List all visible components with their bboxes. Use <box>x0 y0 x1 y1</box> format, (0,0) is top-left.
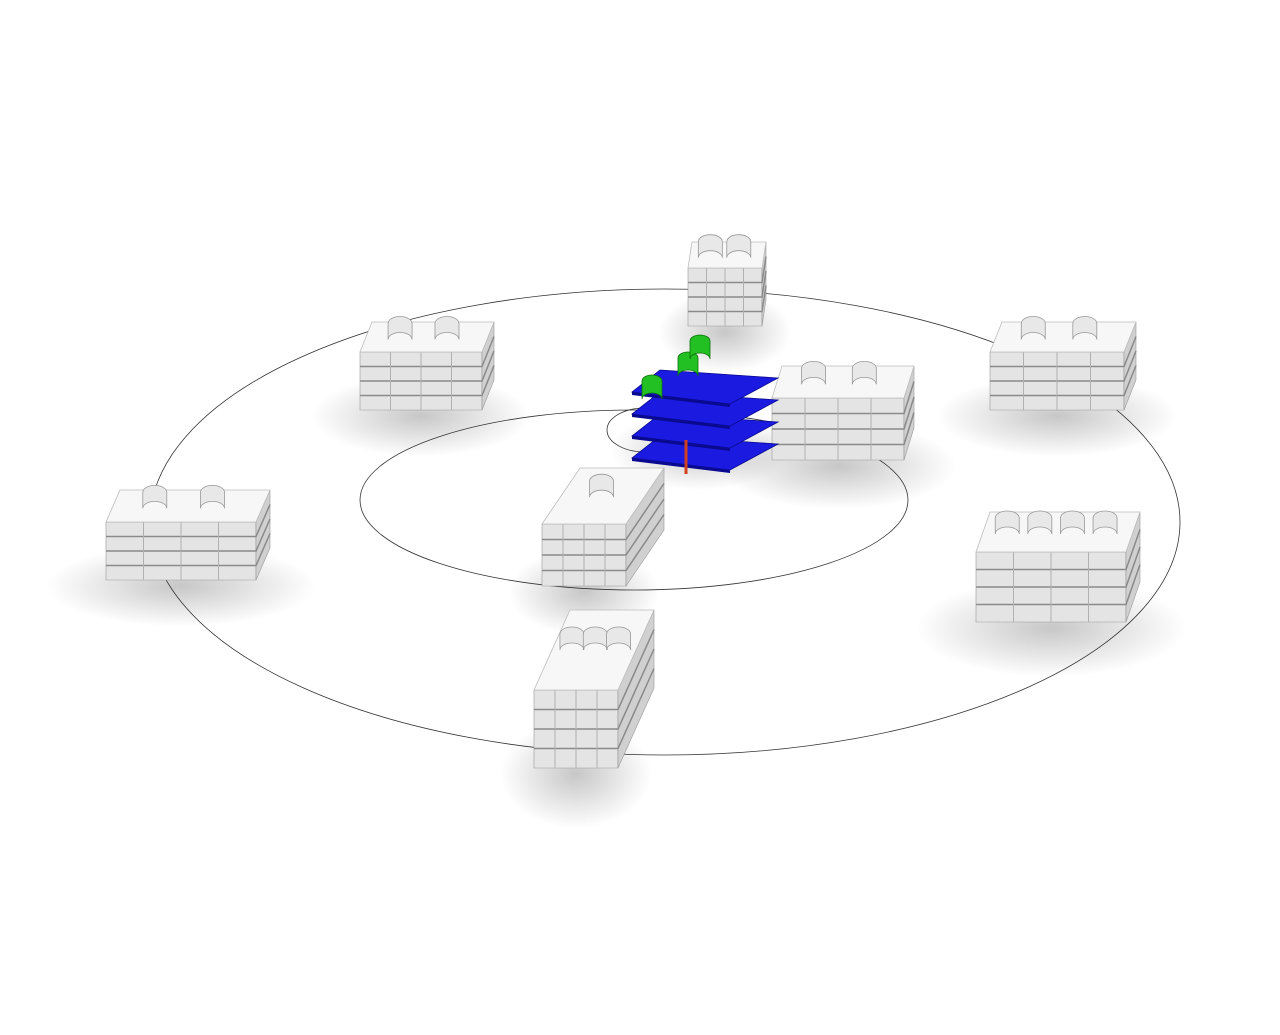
curved-core-wall <box>851 361 877 385</box>
curved-core-wall <box>1020 316 1046 340</box>
floor-slab-line <box>360 350 495 382</box>
floor-slab-line <box>976 546 1141 588</box>
curved-core-wall <box>1072 316 1098 340</box>
curved-core-wall <box>200 485 225 509</box>
curved-core-wall <box>1027 510 1053 535</box>
floor-slab-line <box>542 514 665 572</box>
curved-core-wall <box>697 234 723 258</box>
building-center-highlighted <box>630 334 780 474</box>
floor-slab-line <box>772 381 915 415</box>
floor-slab-line <box>688 270 767 298</box>
building-north <box>687 234 767 327</box>
floor-slab-line <box>772 396 915 430</box>
curved-core-wall <box>142 485 168 509</box>
curved-core-wall <box>677 351 699 377</box>
curved-core-wall <box>641 374 663 400</box>
curved-core-wall <box>606 626 631 651</box>
floor-slab-line <box>976 529 1141 571</box>
building-west <box>105 485 271 581</box>
floor-slab-line <box>688 285 767 313</box>
curved-core-wall <box>689 334 711 360</box>
floor-slab-line <box>534 629 655 711</box>
floor-slab-line <box>360 336 495 368</box>
slab-edge <box>632 436 730 451</box>
floor-slab-line <box>976 564 1141 606</box>
floor-slab-line <box>534 648 655 730</box>
building-south <box>533 609 655 769</box>
roof-slab <box>105 489 271 523</box>
floor-slab-line <box>106 504 271 538</box>
floor-slab-line <box>106 518 271 552</box>
curved-core-wall <box>387 316 413 340</box>
buildings <box>105 234 1141 769</box>
roof-slab <box>771 365 915 399</box>
roof-slab <box>541 467 665 525</box>
floor-slab-line <box>534 668 655 750</box>
curved-core-wall <box>1060 510 1085 535</box>
curved-core-wall <box>1092 510 1118 535</box>
floor-slab-line <box>990 350 1137 382</box>
curved-core-wall <box>726 234 752 258</box>
building-northeast <box>989 316 1137 411</box>
floor-slab-line <box>106 533 271 567</box>
curved-core-wall <box>994 510 1020 535</box>
building-south-inner <box>541 467 665 587</box>
slab-edge <box>632 392 730 407</box>
building-east <box>975 510 1141 623</box>
curved-core-wall <box>801 361 826 385</box>
curved-core-wall <box>589 473 614 498</box>
floor-slab-line <box>990 365 1137 397</box>
floor-slab-line <box>542 483 665 541</box>
floor-slab-line <box>688 256 767 284</box>
floor-slab-line <box>360 365 495 397</box>
slab-edge <box>632 414 730 429</box>
slab-edge <box>632 458 730 473</box>
building-east-inner <box>771 361 915 461</box>
floor-slab-line <box>542 498 665 556</box>
building-northwest <box>359 316 495 411</box>
inner-orbit-ring <box>359 409 909 591</box>
roof-slab <box>989 321 1137 353</box>
roof-slab <box>359 321 495 353</box>
curved-core-wall <box>434 316 460 340</box>
floor-slab-line <box>772 412 915 446</box>
floor-slab-line <box>990 336 1137 368</box>
